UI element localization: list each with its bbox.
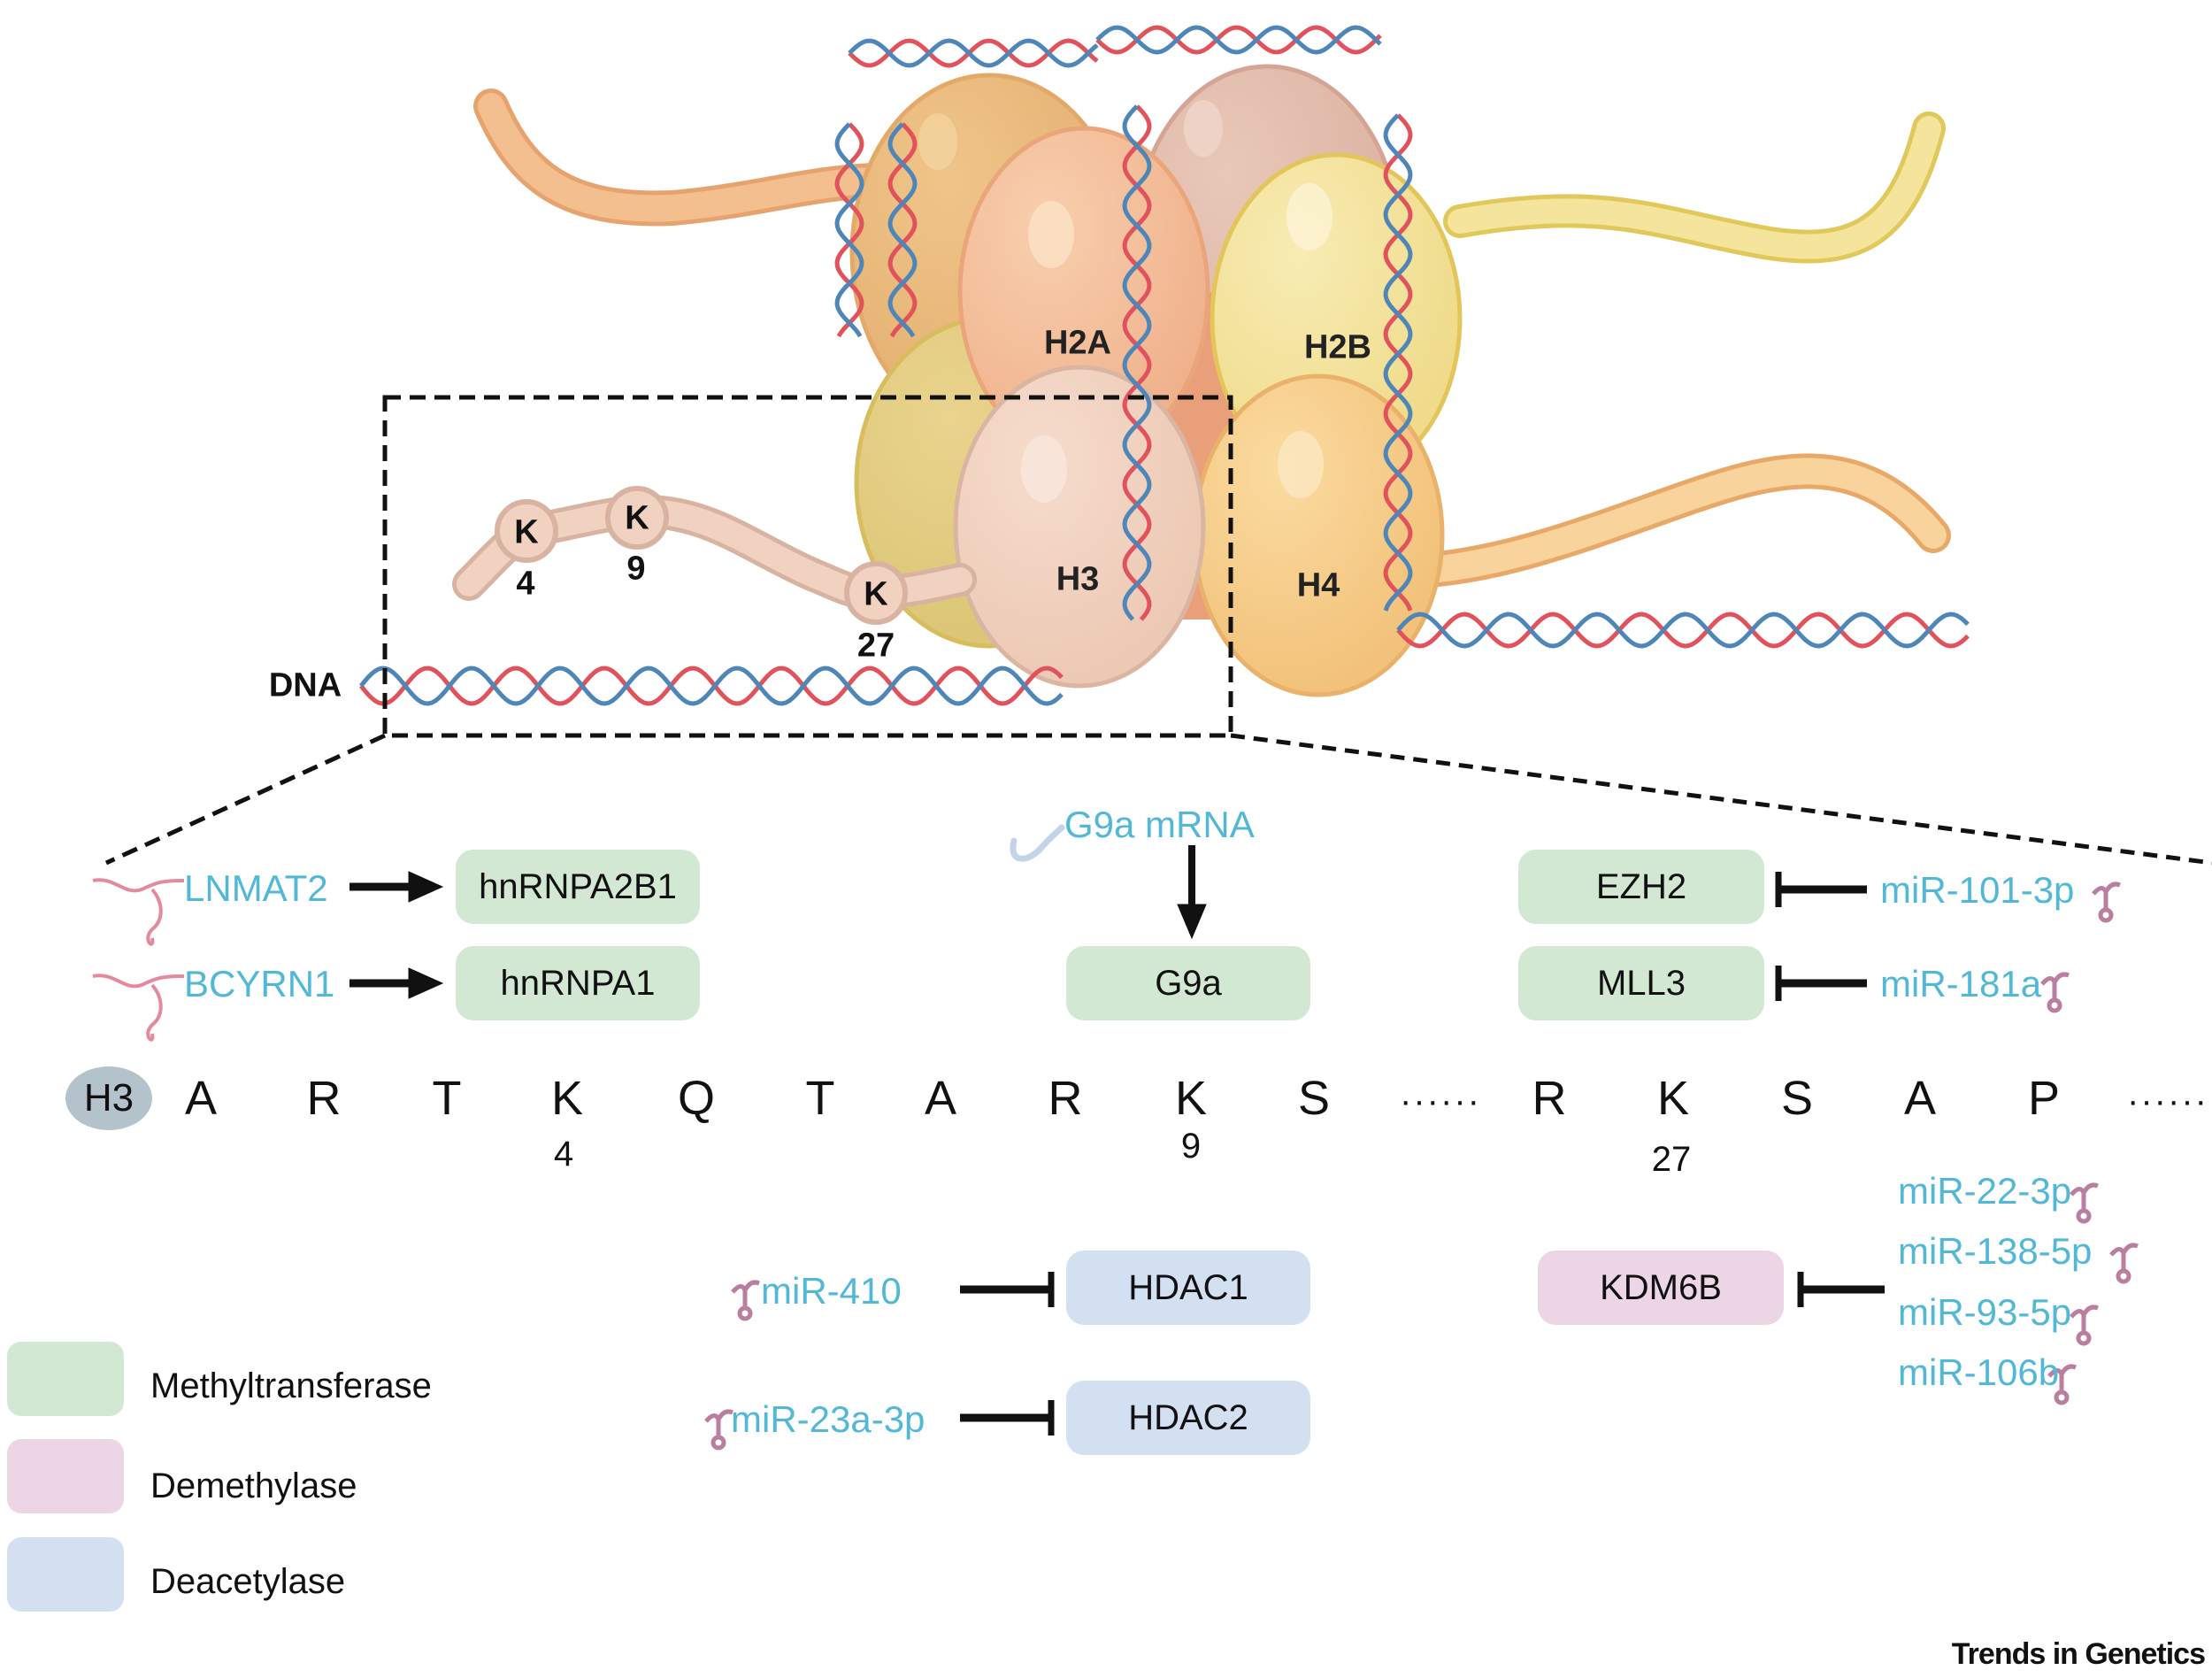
dna-strand	[359, 666, 1064, 706]
residue-15: P	[2027, 1072, 2061, 1125]
dna-strand	[1122, 104, 1152, 621]
mirna-hairpin-icon	[704, 1409, 733, 1451]
dna-strand	[1396, 612, 1970, 649]
position-label-k27: 27	[1651, 1140, 1692, 1179]
tail-k9-letter: K	[625, 499, 649, 537]
mirna-410: miR-410	[761, 1270, 902, 1312]
enzyme-kdm6b: KDM6B	[1538, 1251, 1784, 1325]
k4-bead	[495, 499, 558, 563]
mirna-hairpin-icon	[2040, 972, 2070, 1013]
position-label-k4: 4	[553, 1135, 574, 1174]
residue-8: R	[1048, 1072, 1083, 1125]
enzyme-hnrnpa1: hnRNPA1	[456, 946, 700, 1020]
h3-globule	[953, 365, 1206, 689]
mirna-181a: miR-181a	[1880, 963, 2042, 1004]
zoom-line-left	[104, 733, 387, 866]
mirna-101-3p: miR-101-3p	[1880, 869, 2075, 911]
dna-strand	[834, 122, 864, 338]
zoom-box	[382, 395, 1233, 738]
position-label-k9: 9	[1180, 1127, 1202, 1166]
mrna-g9a: G9a mRNA	[1064, 804, 1255, 845]
sequence-ellipsis: ······	[1400, 1081, 1481, 1120]
histone-label-h2b: H2B	[1303, 328, 1372, 366]
lncrna-icon	[92, 974, 185, 1042]
lncrna-bcyrn1: BCYRN1	[184, 963, 335, 1004]
residue-4: K	[550, 1072, 584, 1125]
dna-strand	[834, 122, 864, 338]
dna-strand	[887, 122, 918, 338]
tail-k4-letter: K	[514, 513, 539, 551]
dna-double-helix	[359, 25, 1970, 706]
mirna-22-3p: miR-22-3p	[1898, 1170, 2072, 1212]
tail-k9-number: 9	[626, 550, 646, 588]
residue-10: S	[1297, 1072, 1331, 1125]
journal-footer: Trends in Genetics	[1951, 1637, 2206, 1671]
residue-13: S	[1780, 1072, 1814, 1125]
mirna-hairpin-icon	[2092, 881, 2121, 923]
residue-11: R	[1532, 1072, 1567, 1125]
tail-k4-number: 4	[516, 565, 535, 603]
enzyme-ezh2: EZH2	[1518, 850, 1764, 924]
enzyme-hdac1: HDAC1	[1066, 1251, 1310, 1325]
enzyme-hnrnpa2b1: hnRNPA2B1	[456, 850, 700, 924]
residue-1: A	[184, 1072, 218, 1125]
dna-strand	[1383, 113, 1413, 612]
enzyme-mll3: MLL3	[1518, 946, 1764, 1020]
dna-strand	[1095, 25, 1382, 55]
dna-strand	[887, 122, 918, 338]
histone-label-h4: H4	[1296, 566, 1340, 604]
mirna-hairpin-icon	[2047, 1364, 2077, 1405]
dna-label: DNA	[268, 666, 342, 704]
legend-swatch-demethylase	[7, 1439, 124, 1513]
regulation-connectors	[349, 845, 1885, 1436]
enzyme-hdac2: HDAC2	[1066, 1381, 1310, 1455]
residue-3: T	[432, 1072, 462, 1125]
dna-strand	[1122, 104, 1152, 621]
lncrna-icon	[92, 878, 185, 946]
tail-k27-number: 27	[856, 627, 895, 665]
residue-14: A	[1903, 1072, 1937, 1125]
residue-5: Q	[677, 1072, 716, 1125]
mirna-hairpin-icon	[731, 1280, 760, 1321]
residue-12: K	[1656, 1072, 1690, 1125]
mirna-106b: miR-106b	[1898, 1351, 2060, 1393]
dna-strand	[1396, 612, 1970, 649]
mirna-93-5p: miR-93-5p	[1898, 1291, 2072, 1333]
residue-2: R	[306, 1072, 342, 1125]
enzyme-g9a: G9a	[1066, 946, 1310, 1020]
histone-label-h3: H3	[1056, 560, 1100, 598]
legend-label-deacetylase: Deacetylase	[150, 1562, 346, 1601]
dna-strand	[359, 666, 1064, 706]
residue-7: A	[924, 1072, 957, 1125]
mirna-23a-3p: miR-23a-3p	[731, 1398, 926, 1440]
zoom-line-right	[1230, 733, 2212, 866]
h3-badge: H3	[65, 1066, 152, 1130]
mirna-138-5p: miR-138-5p	[1898, 1230, 2093, 1272]
k27-bead	[844, 561, 908, 625]
residue-9: K	[1174, 1072, 1208, 1125]
mirna-hairpin-icon	[2109, 1243, 2139, 1284]
k9-bead	[605, 486, 669, 550]
dna-strand	[1095, 25, 1382, 55]
dna-strand	[1383, 113, 1413, 612]
legend-swatch-deacetylase	[7, 1537, 124, 1612]
legend-label-methyltransferase: Methyltransferase	[150, 1366, 432, 1405]
histone-label-h2a: H2A	[1043, 324, 1112, 362]
legend-label-demethylase: Demethylase	[150, 1466, 357, 1505]
legend-swatch-methyltransferase	[7, 1342, 124, 1416]
mirna-hairpin-icon	[2070, 1305, 2099, 1346]
dna-strand	[848, 38, 1099, 68]
tail-k27-letter: K	[864, 575, 888, 613]
mirna-hairpin-icon	[2070, 1182, 2099, 1224]
residue-6: T	[805, 1072, 835, 1125]
lncrna-lnmat2: LNMAT2	[184, 867, 328, 909]
mrna-icon	[1010, 824, 1065, 862]
sequence-ellipsis: ······	[2127, 1081, 2208, 1120]
h3-badge-label: H3	[83, 1076, 134, 1120]
